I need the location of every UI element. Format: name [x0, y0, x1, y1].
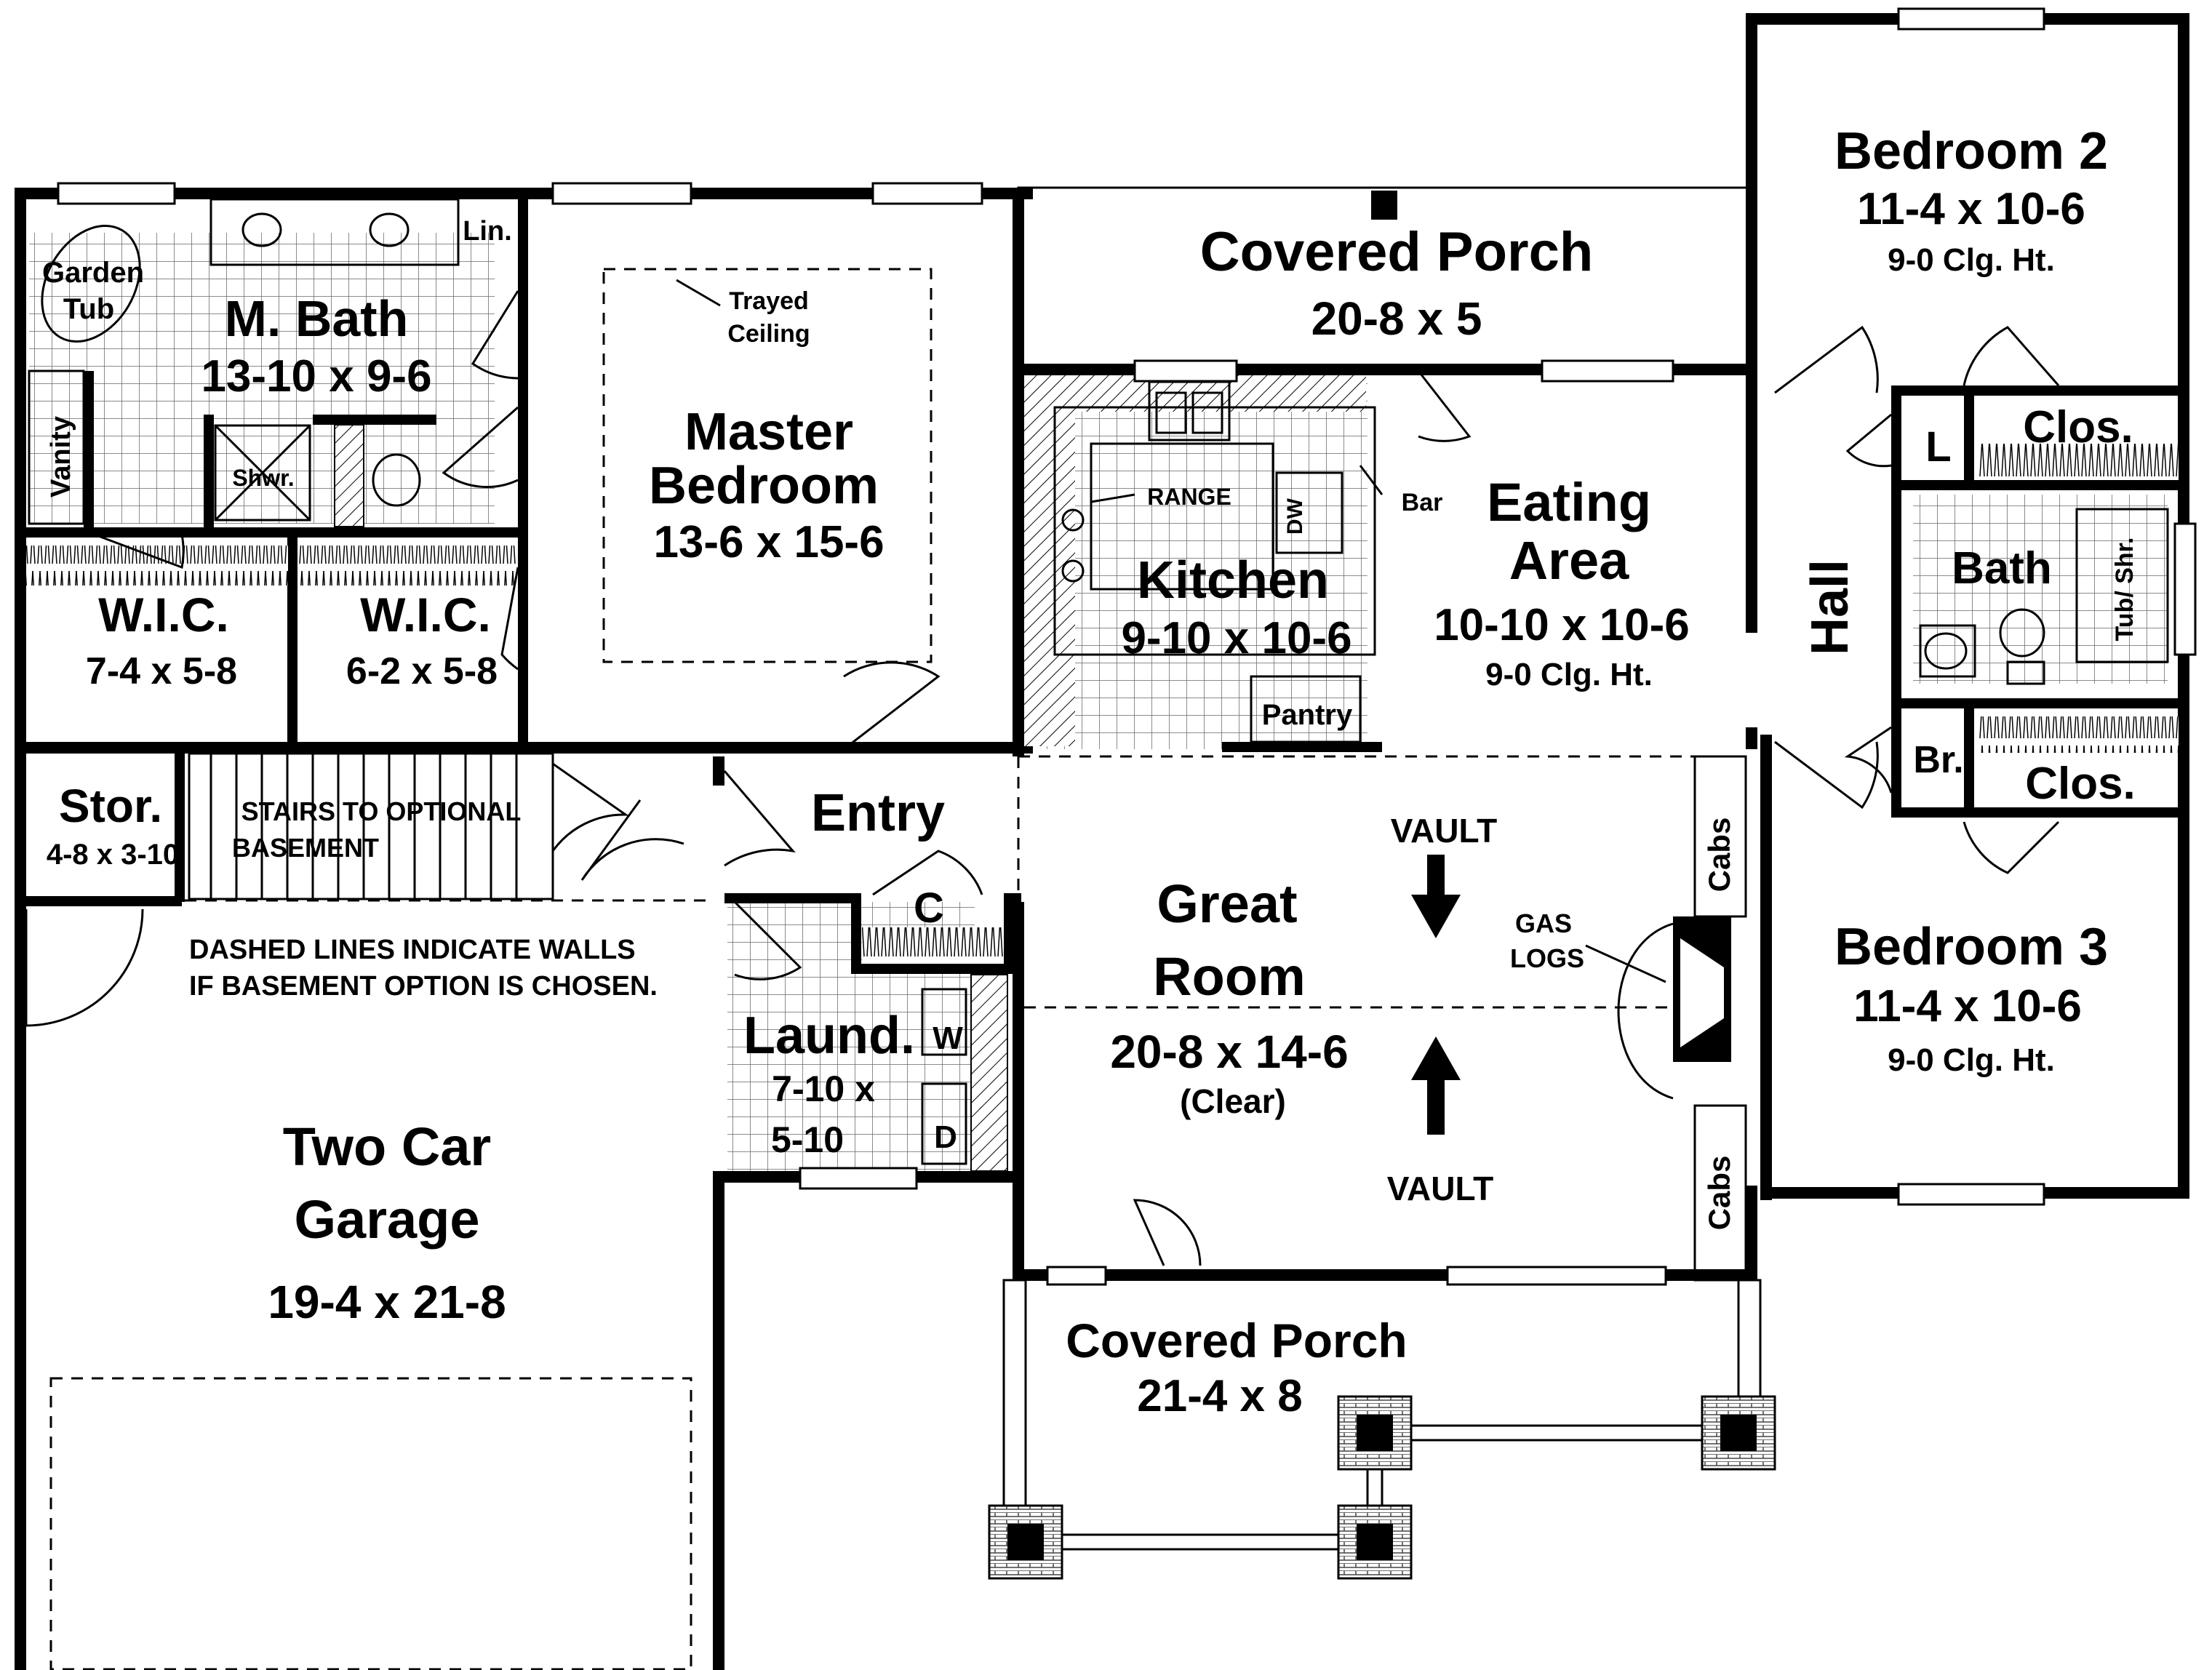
- bedroom2-name: Bedroom 2: [1834, 122, 2108, 180]
- bath-floor: [1913, 495, 2168, 684]
- eating-line2: Area: [1509, 530, 1629, 591]
- interior-walls: [15, 188, 2189, 1282]
- front-porch: [988, 1279, 1776, 1580]
- hall-label: Hall: [1801, 559, 1859, 655]
- leader-lines: [676, 279, 1666, 983]
- rear-porch-name: Covered Porch: [1200, 221, 1594, 283]
- bar-label: Bar: [1402, 489, 1443, 516]
- garage-line2: Garage: [294, 1189, 479, 1250]
- broom-label: Br.: [1913, 739, 1963, 781]
- bedroom2-size: 11-4 x 10-6: [1857, 184, 2085, 234]
- vault-top-label: VAULT: [1391, 812, 1498, 850]
- garage-size: 19-4 x 21-8: [268, 1276, 506, 1328]
- great-room-size: 20-8 x 14-6: [1110, 1026, 1348, 1078]
- bedroom3-name: Bedroom 3: [1834, 918, 2108, 976]
- shower-label: Shwr.: [232, 465, 294, 491]
- bedroom2-ceiling: 9-0 Clg. Ht.: [1888, 242, 2055, 278]
- wic1-size: 7-4 x 5-8: [86, 650, 237, 692]
- closet-bed2-label: Clos.: [2023, 402, 2133, 452]
- eating-size: 10-10 x 10-6: [1434, 600, 1690, 650]
- rear-porch-size: 20-8 x 5: [1311, 292, 1482, 345]
- linen-closet-label: L: [1925, 423, 1951, 471]
- wic2-name: W.I.C.: [360, 588, 491, 642]
- kitchen-size: 9-10 x 10-6: [1121, 613, 1351, 663]
- room-labels: Bedroom 2 11-4 x 10-6 9-0 Clg. Ht. Cover…: [42, 122, 2139, 1421]
- laundry-size1: 7-10 x: [772, 1068, 875, 1109]
- vanity-label: Vanity: [46, 416, 76, 498]
- fixtures: [26, 198, 2179, 1172]
- front-porch-size: 21-4 x 8: [1137, 1371, 1303, 1421]
- doors: [25, 290, 2060, 1266]
- great-room-line2: Room: [1153, 946, 1306, 1007]
- eating-line1: Eating: [1487, 472, 1651, 532]
- dashed-walls-note: DASHED LINES INDICATE WALLS IF BASEMENT …: [189, 935, 658, 1002]
- laundry-size2: 5-10: [771, 1119, 844, 1160]
- dryer-label: D: [934, 1119, 957, 1155]
- wic1-name: W.I.C.: [98, 588, 229, 642]
- bath-label: Bath: [1952, 543, 2052, 594]
- washer-label: W: [933, 1020, 963, 1056]
- kitchen-name: Kitchen: [1137, 551, 1329, 610]
- storage-size: 4-8 x 3-10: [47, 839, 179, 871]
- garden-tub-line2: Tub: [63, 293, 114, 325]
- closet-bed3-label: Clos.: [2025, 759, 2136, 809]
- master-size: 13-6 x 15-6: [653, 517, 884, 567]
- gas-logs-line2: LOGS: [1510, 943, 1584, 973]
- bedroom3-size: 11-4 x 10-6: [1853, 981, 2082, 1031]
- note-line1: DASHED LINES INDICATE WALLS: [189, 935, 636, 965]
- bedroom3-ceiling: 9-0 Clg. Ht.: [1888, 1042, 2055, 1078]
- note-line2: IF BASEMENT OPTION IS CHOSEN.: [189, 971, 658, 1002]
- garden-tub-line1: Garden: [42, 257, 144, 289]
- stairs: [188, 752, 554, 900]
- laundry-name: Laund.: [743, 1007, 915, 1065]
- range-label: RANGE: [1147, 484, 1231, 510]
- stairs-line1: STAIRS TO OPTIONAL: [241, 796, 522, 826]
- entry-label: Entry: [811, 784, 945, 842]
- great-room-line1: Great: [1157, 874, 1297, 934]
- dw-label: DW: [1283, 498, 1307, 535]
- coat-closet-label: C: [914, 884, 944, 932]
- trayed-line2: Ceiling: [727, 320, 810, 348]
- windows: [57, 7, 2197, 1286]
- wic2-size: 6-2 x 5-8: [346, 650, 498, 692]
- front-porch-name: Covered Porch: [1066, 1314, 1407, 1367]
- m-bath-name: M. Bath: [225, 290, 409, 347]
- eating-ceiling: 9-0 Clg. Ht.: [1485, 657, 1653, 692]
- cabs-bottom-label: Cabs: [1702, 1156, 1736, 1231]
- m-bath-size: 13-10 x 9-6: [201, 351, 431, 401]
- vault-arrows: [1411, 855, 1461, 1135]
- storage-name: Stor.: [59, 780, 162, 832]
- master-line1: Master: [684, 403, 853, 461]
- cabs-top-label: Cabs: [1702, 818, 1736, 892]
- stairs-line2: BASEMENT: [232, 833, 379, 863]
- rear-porch-post: [1371, 191, 1397, 220]
- garage-line1: Two Car: [283, 1116, 491, 1177]
- trayed-line1: Trayed: [729, 287, 809, 315]
- pantry-label: Pantry: [1262, 699, 1353, 731]
- vault-bottom-label: VAULT: [1387, 1170, 1494, 1207]
- gas-logs-line1: GAS: [1515, 908, 1572, 938]
- great-room-note: (Clear): [1180, 1082, 1286, 1120]
- linen-label: Lin.: [463, 216, 512, 247]
- m-bath-floor: [29, 233, 495, 524]
- dashed-optional-walls: [49, 268, 1695, 1670]
- tub-shower-label: Tub/ Shr.: [2111, 538, 2139, 642]
- master-line2: Bedroom: [649, 457, 879, 515]
